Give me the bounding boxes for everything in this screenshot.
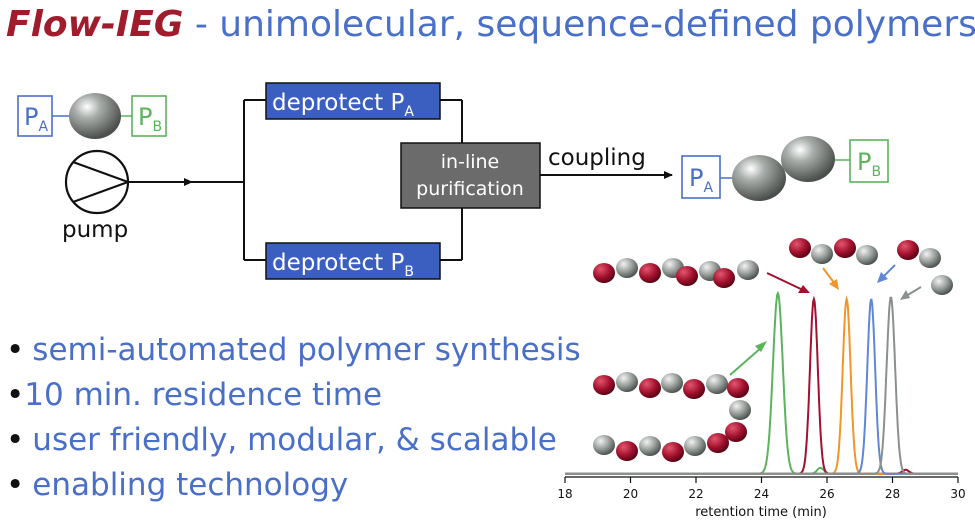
deprotect-a-box xyxy=(265,82,441,120)
polymer-bead xyxy=(725,422,747,442)
bullet-text: 10 min. residence time xyxy=(24,377,383,413)
bullet-text: enabling technology xyxy=(32,467,349,503)
chromatogram-chart: 18 20 22 24 26 28 30 retention time (min) xyxy=(557,290,966,520)
polymer-bead xyxy=(931,275,953,295)
x-tick-label: 28 xyxy=(885,487,900,501)
chromatogram-trace xyxy=(565,296,958,475)
purification-line1: in-line xyxy=(441,151,499,173)
flow-lines xyxy=(128,99,673,261)
purification-line2: purification xyxy=(416,178,524,200)
polymer-bead xyxy=(639,436,661,456)
polymer-bead xyxy=(616,372,638,392)
polymer-bead xyxy=(639,263,661,283)
bullet-dot-icon: • xyxy=(6,377,25,413)
polymer-bead xyxy=(713,268,735,288)
coupling-label: coupling xyxy=(548,145,646,171)
dimer-sphere-1 xyxy=(732,155,786,201)
deprotect-a-label: deprotect PA xyxy=(272,90,414,120)
x-tick-label: 26 xyxy=(819,487,834,501)
bullet-dot-icon: • xyxy=(6,467,25,503)
page-title: Flow-IEG - unimolecular, sequence-define… xyxy=(6,4,975,45)
pump-icon xyxy=(64,149,132,215)
bullet-item: •10 min. residence time xyxy=(6,373,581,418)
brand-name: Flow-IEG xyxy=(6,4,184,45)
polymer-bead xyxy=(593,375,615,395)
x-tick-label: 18 xyxy=(557,487,572,501)
x-tick-label: 30 xyxy=(950,487,965,501)
polymer-bead xyxy=(729,400,751,420)
bullet-text: user friendly, modular, & scalable xyxy=(32,422,557,458)
polymer-bead xyxy=(707,433,729,453)
x-tick-label: 24 xyxy=(754,487,769,501)
x-axis-ticks: 18 20 22 24 26 28 30 xyxy=(557,477,966,501)
deprotect-b-box xyxy=(265,242,441,280)
product-pa-box xyxy=(681,155,721,199)
polymer-bead xyxy=(727,378,749,398)
product-pb-label: PB xyxy=(857,148,881,180)
pa-label: PA xyxy=(24,103,48,135)
polymer-bead xyxy=(593,263,615,283)
bullet-dot-icon: • xyxy=(6,332,25,368)
polymer-bead xyxy=(684,436,706,456)
peak-annotation-arrows xyxy=(729,264,922,376)
dimer-sphere-2 xyxy=(781,136,835,182)
polymer-bead xyxy=(706,374,728,394)
monomer-start: PA PB xyxy=(17,93,167,139)
purification-box xyxy=(400,142,541,209)
pa-box xyxy=(17,95,53,137)
pump-label: pump xyxy=(62,217,128,243)
polymer-bead xyxy=(897,240,919,260)
polymer-bead xyxy=(737,260,759,280)
deprotect-b-label: deprotect PB xyxy=(272,250,414,280)
bullet-text: semi-automated polymer synthesis xyxy=(32,332,581,368)
polymer-bead xyxy=(661,373,683,393)
bullet-item: •semi-automated polymer synthesis xyxy=(6,328,581,373)
feature-bullets: •semi-automated polymer synthesis •10 mi… xyxy=(6,328,581,508)
polymer-bead xyxy=(662,442,684,462)
bullet-dot-icon: • xyxy=(6,422,25,458)
polymer-bead xyxy=(616,441,638,461)
monomer-core-sphere xyxy=(69,93,121,139)
pb-box xyxy=(131,95,167,137)
x-axis-label: retention time (min) xyxy=(695,505,827,520)
polymer-bead xyxy=(593,435,615,455)
polymer-bead xyxy=(639,378,661,398)
pb-label: PB xyxy=(138,103,162,135)
bullet-item: •enabling technology xyxy=(6,463,581,508)
chromatogram-traces xyxy=(565,290,958,475)
polymer-bead xyxy=(856,245,878,265)
polymer-bead xyxy=(834,238,856,258)
polymer-bead xyxy=(789,238,811,258)
polymer-bead xyxy=(919,248,941,268)
polymer-bead xyxy=(683,379,705,399)
product-pb-box xyxy=(849,139,889,183)
x-tick-label: 22 xyxy=(688,487,703,501)
product-pa-label: PA xyxy=(689,164,713,196)
bullet-item: •user friendly, modular, & scalable xyxy=(6,418,581,463)
dimer-product: PA PB xyxy=(681,136,889,201)
x-tick-label: 20 xyxy=(623,487,638,501)
polymer-bead xyxy=(676,266,698,286)
title-subtitle: - unimolecular, sequence-defined polymer… xyxy=(183,4,975,45)
polymer-bead xyxy=(616,258,638,278)
polymer-bead xyxy=(811,244,833,264)
polymer-bead-illustrations xyxy=(593,238,953,462)
